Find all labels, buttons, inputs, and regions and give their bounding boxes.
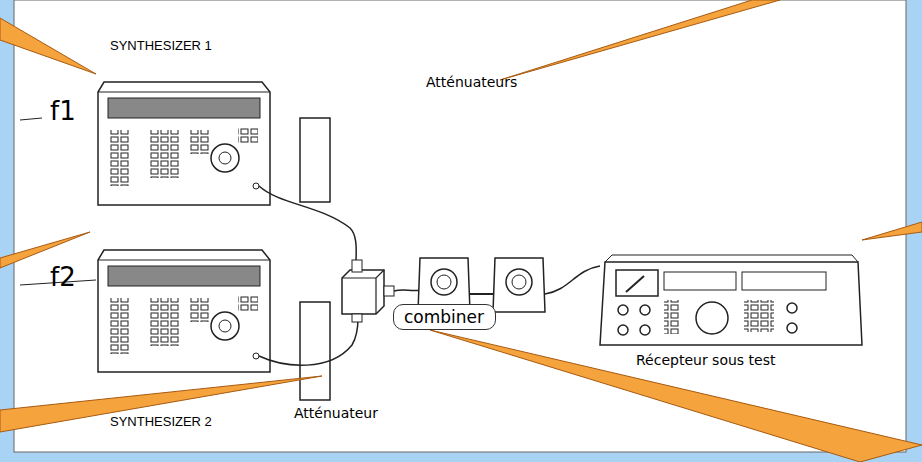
cable (394, 290, 420, 291)
attenuator (300, 302, 330, 400)
cable (259, 318, 358, 365)
combiner-device (342, 260, 394, 322)
synthesizer (98, 250, 270, 372)
label-box: combiner (393, 304, 496, 330)
part-name: Récepteur sous test (636, 352, 775, 368)
part-name: Atténuateurs (426, 74, 517, 90)
panel (14, 0, 906, 452)
cable (259, 186, 356, 262)
leader-line (20, 118, 42, 120)
cable (545, 266, 600, 294)
frequency-label: f2 (50, 262, 76, 292)
instrument-name: SYNTHESIZER 1 (110, 38, 212, 53)
frequency-label: f1 (50, 96, 76, 126)
box-text: combiner (404, 307, 485, 327)
synthesizer (98, 82, 270, 205)
receiver (600, 255, 862, 345)
part-name: Atténuateur (294, 405, 378, 421)
instrument-name: SYNTHESIZER 2 (110, 414, 212, 429)
attenuator (300, 118, 330, 202)
